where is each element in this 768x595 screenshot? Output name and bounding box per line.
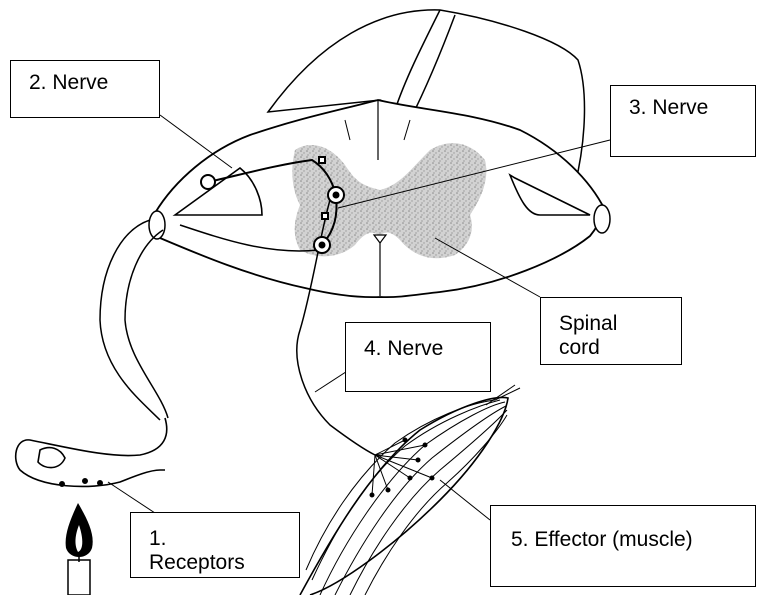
sensory-nerve xyxy=(100,220,168,420)
label-effector: 5. Effector (muscle) xyxy=(490,505,756,587)
label-nerve3-text: 3. Nerve xyxy=(629,96,755,120)
label-nerve4-text: 4. Nerve xyxy=(364,337,490,361)
leader-receptors xyxy=(108,482,158,515)
label-receptors-text: 1. Receptors xyxy=(149,527,259,575)
candle-body xyxy=(68,560,90,595)
label-spinal-cord: Spinal cord xyxy=(540,297,682,365)
label-nerve4: 4. Nerve xyxy=(345,322,491,392)
leader-nerve2 xyxy=(160,115,232,168)
muscle-effector xyxy=(300,385,520,595)
candle xyxy=(66,503,93,595)
label-nerve2: 2. Nerve xyxy=(10,60,160,118)
label-nerve3: 3. Nerve xyxy=(610,85,756,157)
label-nerve2-text: 2. Nerve xyxy=(29,71,159,95)
finger xyxy=(16,418,167,486)
label-receptors: 1. Receptors xyxy=(130,512,300,578)
label-effector-text: 5. Effector (muscle) xyxy=(511,528,755,552)
leader-effector xyxy=(440,480,490,520)
label-spinal-cord-text: Spinal cord xyxy=(559,312,629,360)
